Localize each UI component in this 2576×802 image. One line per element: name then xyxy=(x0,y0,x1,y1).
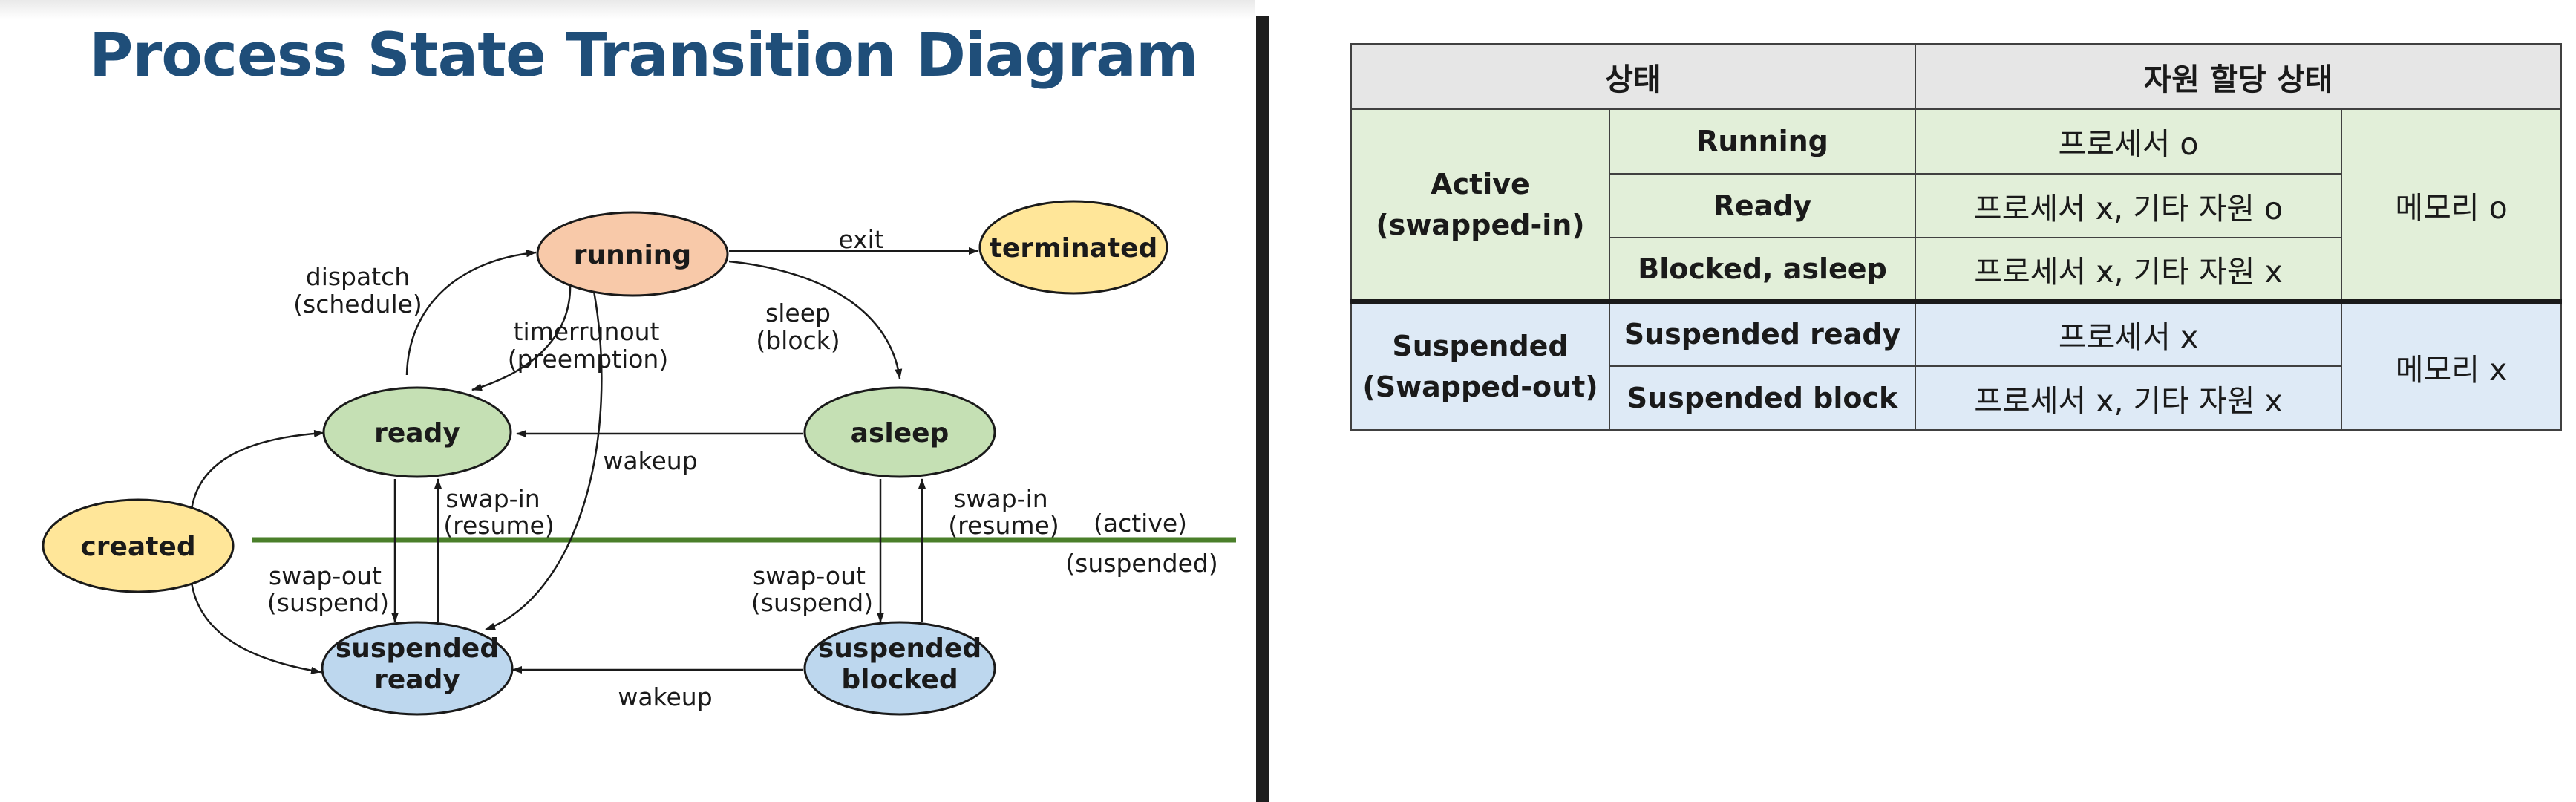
resource-cell: 프로세서 x xyxy=(1915,299,2343,367)
group-label-active-line1: Active xyxy=(1431,167,1530,200)
node-suspended-blocked-label-2: blocked xyxy=(841,665,958,695)
table-row: Suspended (Swapped-out) Suspended ready … xyxy=(1350,299,2563,431)
label-swap-out-left-1: swap-out xyxy=(269,561,382,590)
table-row: Ready 프로세서 x, 기타 자원 o xyxy=(1351,172,2561,238)
label-active: (active) xyxy=(1094,509,1187,538)
label-timerrunout-2: (preemption) xyxy=(508,345,668,374)
node-suspended-blocked-label-1: suspended xyxy=(818,633,981,664)
node-terminated-label: terminated xyxy=(990,233,1158,264)
resource-cell: 프로세서 o xyxy=(1915,108,2343,175)
table-row: Suspended block 프로세서 x, 기타 자원 x xyxy=(1351,365,2561,431)
node-running xyxy=(536,211,729,297)
label-swap-out-right-1: swap-out xyxy=(753,561,866,590)
node-suspended-ready xyxy=(321,621,514,716)
label-sleep-1: sleep xyxy=(765,299,831,327)
state-cell: Suspended block xyxy=(1608,365,1917,431)
label-swap-in-right-2: (resume) xyxy=(948,511,1059,540)
edge-created-to-ready xyxy=(190,429,324,510)
slide-title: Process State Transition Diagram xyxy=(89,21,1198,91)
label-exit: exit xyxy=(838,225,883,254)
label-dispatch-2: (schedule) xyxy=(293,290,422,319)
label-swap-in-left-1: swap-in xyxy=(445,484,540,513)
resource-cell: 프로세서 x, 기타 자원 x xyxy=(1915,365,2343,431)
edge-sleep xyxy=(728,260,903,379)
state-cell: Running xyxy=(1608,108,1917,175)
resource-cell: 프로세서 x, 기타 자원 o xyxy=(1915,172,2343,238)
node-ready-label: ready xyxy=(374,418,460,449)
node-suspended-ready-label-1: suspended xyxy=(336,633,499,664)
edge-timerrunout xyxy=(471,283,572,391)
label-dispatch-1: dispatch xyxy=(306,262,410,291)
node-asleep xyxy=(803,386,996,478)
memory-cell-suspended: 메모리 x xyxy=(2341,299,2563,431)
header-resource-status: 자원 할당 상태 xyxy=(1915,42,2563,111)
table-header-row: 상태 자원 할당 상태 xyxy=(1350,42,2563,111)
label-swap-out-left-2: (suspend) xyxy=(267,588,389,617)
node-suspended-ready-label-2: ready xyxy=(374,665,460,695)
group-label-suspended: Suspended (Swapped-out) xyxy=(1350,299,1610,431)
node-created xyxy=(42,498,235,593)
label-sleep-2: (block) xyxy=(756,326,840,355)
edge-dispatch xyxy=(405,250,537,376)
state-cell: Ready xyxy=(1608,172,1917,238)
edge-running-to-suspended-ready xyxy=(485,290,603,631)
state-cell: Suspended ready xyxy=(1608,299,1917,367)
header-state: 상태 xyxy=(1350,42,1917,111)
label-swap-in-left-2: (resume) xyxy=(443,511,554,540)
label-timerrunout-1: timerrunout xyxy=(514,317,660,346)
node-running-label: running xyxy=(574,240,691,270)
label-wakeup-bottom: wakeup xyxy=(618,682,712,711)
state-transition-diagram: running terminated ready asleep created … xyxy=(42,200,1236,716)
panel-divider xyxy=(1256,16,1269,802)
group-label-suspended-line2: (Swapped-out) xyxy=(1362,370,1598,403)
node-terminated xyxy=(978,200,1168,295)
table-row: Active (swapped-in) Running 프로세서 o 메모리 o xyxy=(1350,108,2563,303)
resource-cell: 프로세서 x, 기타 자원 x xyxy=(1915,236,2343,303)
top-shade xyxy=(0,0,1255,19)
slide-panel: Process State Transition Diagram xyxy=(0,0,1255,802)
group-label-suspended-line1: Suspended xyxy=(1392,329,1569,362)
label-swap-in-right-1: swap-in xyxy=(953,484,1047,513)
label-swap-out-right-2: (suspend) xyxy=(751,588,873,617)
node-suspended-blocked xyxy=(803,621,996,716)
node-ready xyxy=(322,386,512,478)
state-cell: Blocked, asleep xyxy=(1608,236,1917,303)
edge-created-to-suspended-ready xyxy=(190,581,321,674)
resource-allocation-table: 상태 자원 할당 상태 Active (swapped-in) Running … xyxy=(1350,42,2563,431)
label-wakeup-top: wakeup xyxy=(603,446,697,475)
group-label-active: Active (swapped-in) xyxy=(1350,108,1610,303)
table-row: Blocked, asleep 프로세서 x, 기타 자원 x xyxy=(1351,236,2561,303)
node-asleep-label: asleep xyxy=(851,418,949,449)
memory-cell-active: 메모리 o xyxy=(2341,108,2563,303)
label-suspended: (suspended) xyxy=(1065,549,1217,578)
group-label-active-line2: (swapped-in) xyxy=(1376,208,1585,241)
node-created-label: created xyxy=(80,532,195,562)
